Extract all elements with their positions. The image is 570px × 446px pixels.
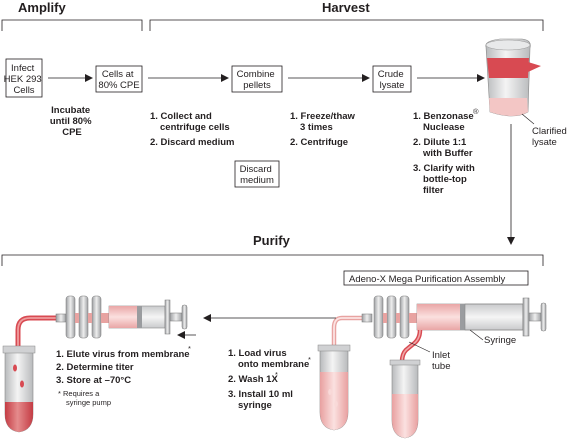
elute-footnote: * Requires a syringe pump bbox=[58, 389, 111, 407]
elute-footnote-mark: * bbox=[188, 344, 191, 353]
bottle-top-filter bbox=[485, 38, 541, 117]
section-harvest: Harvest bbox=[322, 0, 370, 15]
discard-text: Discard medium bbox=[240, 164, 275, 186]
purify-bracket bbox=[1, 254, 544, 266]
section-purify: Purify bbox=[253, 233, 291, 248]
wash-footnote-mark: * bbox=[275, 370, 278, 379]
freeze-steps: 1. Freeze/thaw 3 times 2. Centrifuge bbox=[290, 111, 358, 148]
load-footnote-mark: * bbox=[308, 355, 311, 364]
amplify-bracket bbox=[1, 19, 143, 31]
cells-cpe-box bbox=[95, 65, 143, 93]
crude-box bbox=[372, 65, 412, 93]
assembly-label: Adeno-X Mega Purification Assembly bbox=[349, 274, 506, 285]
inlet-label: Inlet tube bbox=[432, 350, 453, 372]
benzonase-steps: 1. Benzonase Nuclease 2. Dilute 1:1 with… bbox=[413, 111, 477, 196]
discard-box bbox=[234, 160, 280, 188]
clarified-leader bbox=[521, 113, 535, 125]
collect-steps: 1. Collect and centrifuge cells 2. Disca… bbox=[150, 111, 234, 148]
right-purification-assembly bbox=[317, 295, 547, 439]
load-steps: 1. Load virus onto membrane 2. Wash 1X 3… bbox=[228, 348, 312, 411]
syringe-label: Syringe bbox=[484, 335, 516, 346]
infect-box-text: Infect HEK 293 Cells bbox=[4, 63, 45, 96]
clarified-label: Clarified lysate bbox=[532, 126, 570, 148]
cells-cpe-text: Cells at 80% CPE bbox=[98, 69, 139, 91]
crude-text: Crude lysate bbox=[378, 69, 407, 91]
inlet-leader bbox=[408, 341, 431, 353]
registered-mark: ® bbox=[473, 107, 479, 116]
combine-text: Combine pellets bbox=[237, 69, 278, 91]
harvest-bracket bbox=[149, 19, 544, 31]
infect-box bbox=[5, 58, 43, 98]
combine-box bbox=[231, 65, 283, 93]
elute-steps: 1. Elute virus from membrane 2. Determin… bbox=[56, 349, 192, 386]
assembly-box bbox=[343, 270, 529, 286]
incubate-steps: Incubate until 80% CPE bbox=[50, 105, 94, 138]
section-amplify: Amplify bbox=[18, 0, 66, 15]
syringe-leader bbox=[469, 329, 484, 341]
left-elution-assembly bbox=[2, 295, 188, 433]
